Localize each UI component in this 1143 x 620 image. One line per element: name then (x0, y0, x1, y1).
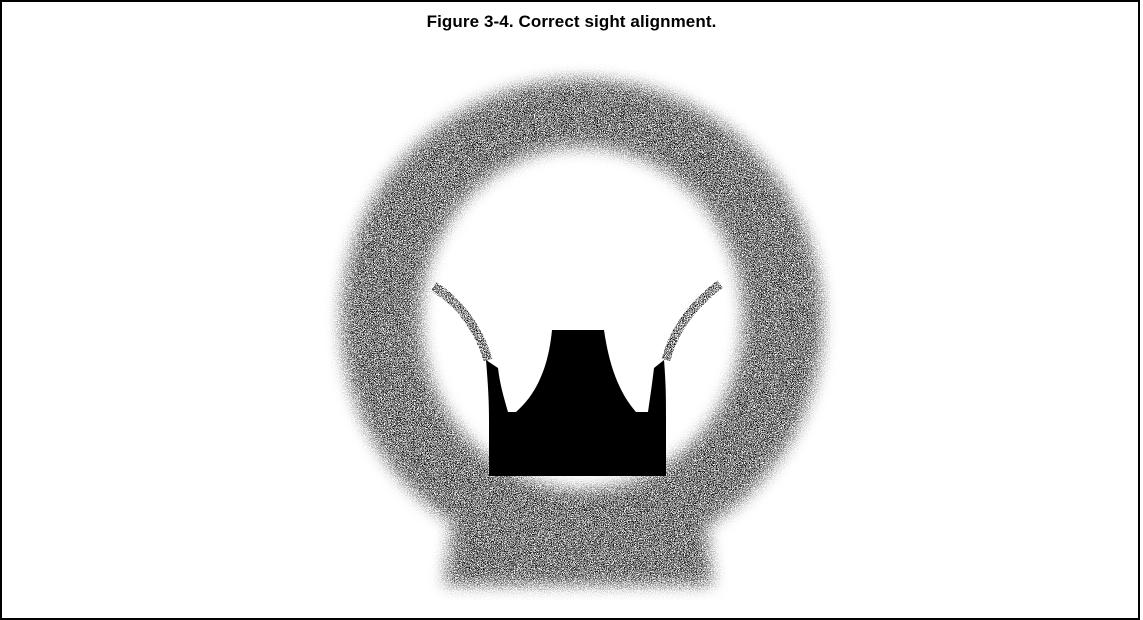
sight-alignment-illustration (0, 0, 1143, 609)
